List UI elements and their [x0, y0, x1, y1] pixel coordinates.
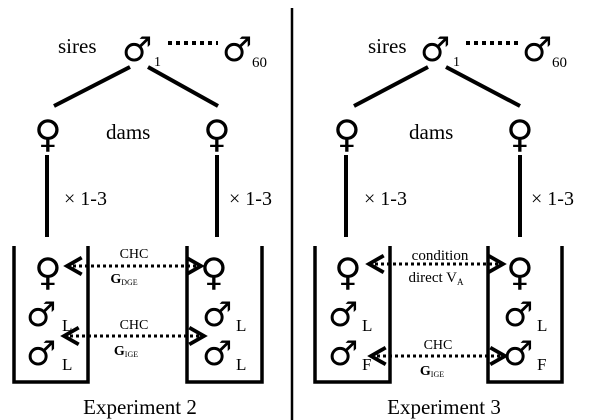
sire-first-subscript: 1 [453, 55, 460, 70]
vial-right-male-sub-2: L [236, 355, 246, 374]
vial-left-female-icon: ♀ [334, 250, 362, 294]
arrow-ige-main: G [420, 364, 431, 379]
sire-to-dam-left-line [353, 65, 429, 108]
arrow-ige-bottom-label: GIGE [420, 364, 444, 379]
dams-label: dams [106, 120, 150, 144]
dam-right-female-icon: ♀ [203, 112, 231, 156]
sires-label: sires [58, 34, 97, 58]
arrow-dge-sub: DGE [121, 278, 138, 287]
vial-left [12, 246, 90, 384]
vial-left-male-sub-2: F [362, 355, 371, 374]
dams-label: dams [409, 120, 453, 144]
arrow-ige-bottom-label: GIGE [114, 344, 138, 359]
vial-right-male-sub-1: L [236, 316, 246, 335]
arrow-condition-top-label: condition [412, 248, 469, 264]
vial-right [486, 246, 564, 384]
offspring-count-left: × 1-3 [64, 188, 107, 210]
arrow-ige-sub: IGE [431, 370, 444, 379]
vial-left-male-icon-2: ♂ [26, 334, 56, 374]
sire-to-dam-left-line [53, 65, 131, 108]
arrow-dge-top-label: CHC [120, 247, 149, 262]
arrow-dge-main: G [110, 272, 121, 287]
vial-left-female-icon: ♀ [34, 250, 62, 294]
sire-first-subscript: 1 [154, 55, 161, 70]
arrow-ige-main: G [114, 344, 125, 359]
arrow-condition-sub: A [457, 277, 464, 287]
offspring-count-left: × 1-3 [364, 188, 407, 210]
vial-left-male-icon-1: ♂ [26, 295, 56, 335]
offspring-count-right: × 1-3 [531, 188, 574, 210]
sire-last-male-icon: ♂ [522, 30, 552, 70]
sire-first-male-icon: ♂ [122, 30, 152, 70]
sire-to-dam-right-line [147, 65, 219, 108]
arrow-condition-main: direct V [409, 270, 458, 286]
vial-right-male-icon-2: ♂ [202, 334, 232, 374]
sire-to-dam-right-line [445, 65, 521, 108]
offspring-count-right: × 1-3 [229, 188, 272, 210]
dam-left-female-icon: ♀ [34, 112, 62, 156]
experiment-caption: Experiment 3 [387, 395, 501, 419]
vial-left-male-sub-1: L [362, 316, 372, 335]
arrow-ige-top-label: CHC [424, 338, 453, 353]
sire-last-subscript: 60 [552, 55, 567, 71]
sires-label: sires [368, 34, 407, 58]
dam-left-female-icon: ♀ [333, 112, 361, 156]
arrow-dge-bottom-label: GDGE [110, 272, 137, 287]
panel-experiment-3: sires ♂ 1 ♂ 60 ♀ dams ♀ × 1-3 × 1-3 ♀ ♂ … [313, 30, 574, 419]
panel-experiment-2: sires ♂ 1 ♂ 60 ♀ dams ♀ × 1-3 × 1-3 ♀ ♂ … [12, 30, 272, 419]
vial-left [313, 246, 392, 384]
vial-right-male-icon-1: ♂ [202, 295, 232, 335]
vial-right-male-sub-2: F [537, 355, 546, 374]
experiment-caption: Experiment 2 [83, 395, 197, 419]
vial-left-male-icon-2: ♂ [328, 334, 358, 374]
vial-left-male-sub-1: L [62, 316, 72, 335]
sire-last-male-icon: ♂ [222, 30, 252, 70]
vial-right-male-icon-1: ♂ [503, 295, 533, 335]
vial-right [185, 246, 264, 384]
vial-right-female-icon: ♀ [506, 250, 534, 294]
dam-right-female-icon: ♀ [506, 112, 534, 156]
vial-left-male-icon-1: ♂ [328, 295, 358, 335]
sire-last-subscript: 60 [252, 55, 267, 71]
arrow-ige-top-label: CHC [120, 318, 149, 333]
vial-right-male-sub-1: L [537, 316, 547, 335]
vial-right-female-icon: ♀ [200, 250, 228, 294]
arrow-condition-bottom-label: direct VA [409, 270, 464, 287]
vial-right-male-icon-2: ♂ [503, 334, 533, 374]
vial-left-male-sub-2: L [62, 355, 72, 374]
arrow-ige-sub: IGE [125, 350, 138, 359]
sire-first-male-icon: ♂ [420, 30, 450, 70]
